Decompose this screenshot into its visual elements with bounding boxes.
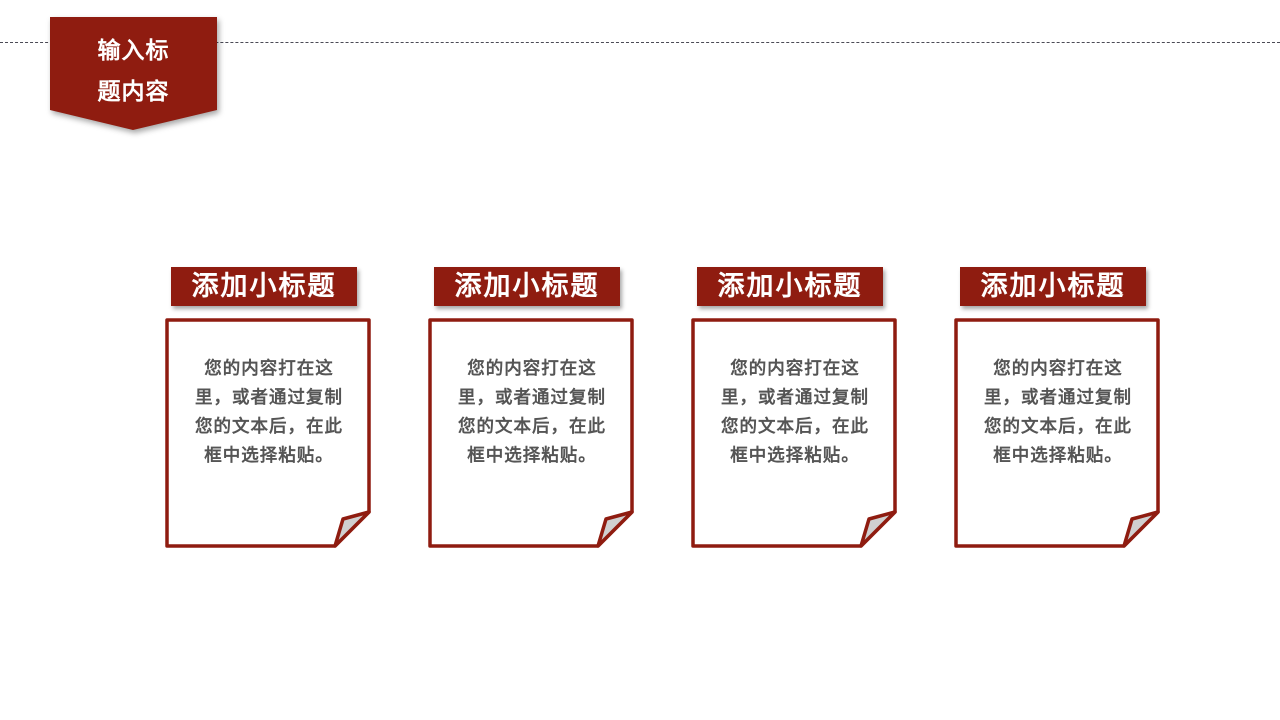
page-fold-icon — [596, 510, 634, 548]
page-fold-icon — [859, 510, 897, 548]
card-3: 添加小标题 您的内容打在这里，或者通过复制您的文本后，在此框中选择粘贴。 — [691, 267, 901, 552]
card-body-text[interactable]: 您的内容打在这里，或者通过复制您的文本后，在此框中选择粘贴。 — [195, 359, 343, 466]
card-4: 添加小标题 您的内容打在这里，或者通过复制您的文本后，在此框中选择粘贴。 — [954, 267, 1164, 552]
card-title[interactable]: 添加小标题 — [697, 267, 883, 306]
header-title-line-1: 输入标 — [97, 38, 170, 64]
header-title-line-2: 题内容 — [97, 79, 170, 105]
folded-note-shape — [165, 318, 371, 548]
page-fold-icon — [1122, 510, 1160, 548]
header-banner: 输入标 题内容 — [50, 17, 217, 130]
card-1: 添加小标题 您的内容打在这里，或者通过复制您的文本后，在此框中选择粘贴。 — [165, 267, 375, 552]
header-title[interactable]: 输入标 题内容 — [50, 31, 217, 113]
card-body-text[interactable]: 您的内容打在这里，或者通过复制您的文本后，在此框中选择粘贴。 — [721, 359, 869, 466]
folded-note-shape — [954, 318, 1160, 548]
dashed-divider-line — [0, 42, 1280, 43]
card-2: 添加小标题 您的内容打在这里，或者通过复制您的文本后，在此框中选择粘贴。 — [428, 267, 638, 552]
card-body-text[interactable]: 您的内容打在这里，或者通过复制您的文本后，在此框中选择粘贴。 — [984, 359, 1132, 466]
page-fold-icon — [333, 510, 371, 548]
card-title[interactable]: 添加小标题 — [960, 267, 1146, 306]
folded-note-shape — [691, 318, 897, 548]
card-body-text[interactable]: 您的内容打在这里，或者通过复制您的文本后，在此框中选择粘贴。 — [458, 359, 606, 466]
card-title[interactable]: 添加小标题 — [434, 267, 620, 306]
card-title[interactable]: 添加小标题 — [171, 267, 357, 306]
banner-shape — [50, 17, 217, 130]
folded-note-shape — [428, 318, 634, 548]
